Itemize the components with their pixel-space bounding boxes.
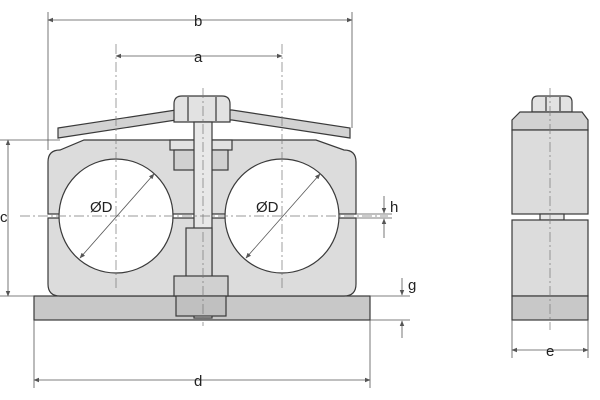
dimension-a: a xyxy=(115,49,283,66)
dimension-c: c xyxy=(0,139,60,297)
diameter-label-left: ØD xyxy=(90,199,113,216)
dim-label-g: g xyxy=(408,277,416,294)
dim-label-a: a xyxy=(194,49,203,66)
dimension-b: b xyxy=(47,12,353,150)
diameter-label-right: ØD xyxy=(256,199,279,216)
dimension-d: d xyxy=(33,320,371,390)
dim-label-e: e xyxy=(546,343,554,360)
bottom-washer xyxy=(175,295,227,317)
lower-nut-block xyxy=(173,275,229,297)
dimension-g: g xyxy=(370,277,416,297)
dimension-plate xyxy=(370,319,410,338)
side-gap xyxy=(539,213,565,221)
side-bolt-head xyxy=(531,95,573,113)
dim-label-d: d xyxy=(194,373,202,390)
dim-label-b: b xyxy=(194,13,202,30)
side-view xyxy=(511,88,589,330)
dimension-h: h xyxy=(356,196,398,238)
dim-label-c: c xyxy=(0,209,8,226)
front-view: ØD ØD xyxy=(20,44,388,326)
dimension-e: e xyxy=(511,320,589,360)
dim-label-h: h xyxy=(390,199,398,216)
bolt-head xyxy=(173,95,231,123)
